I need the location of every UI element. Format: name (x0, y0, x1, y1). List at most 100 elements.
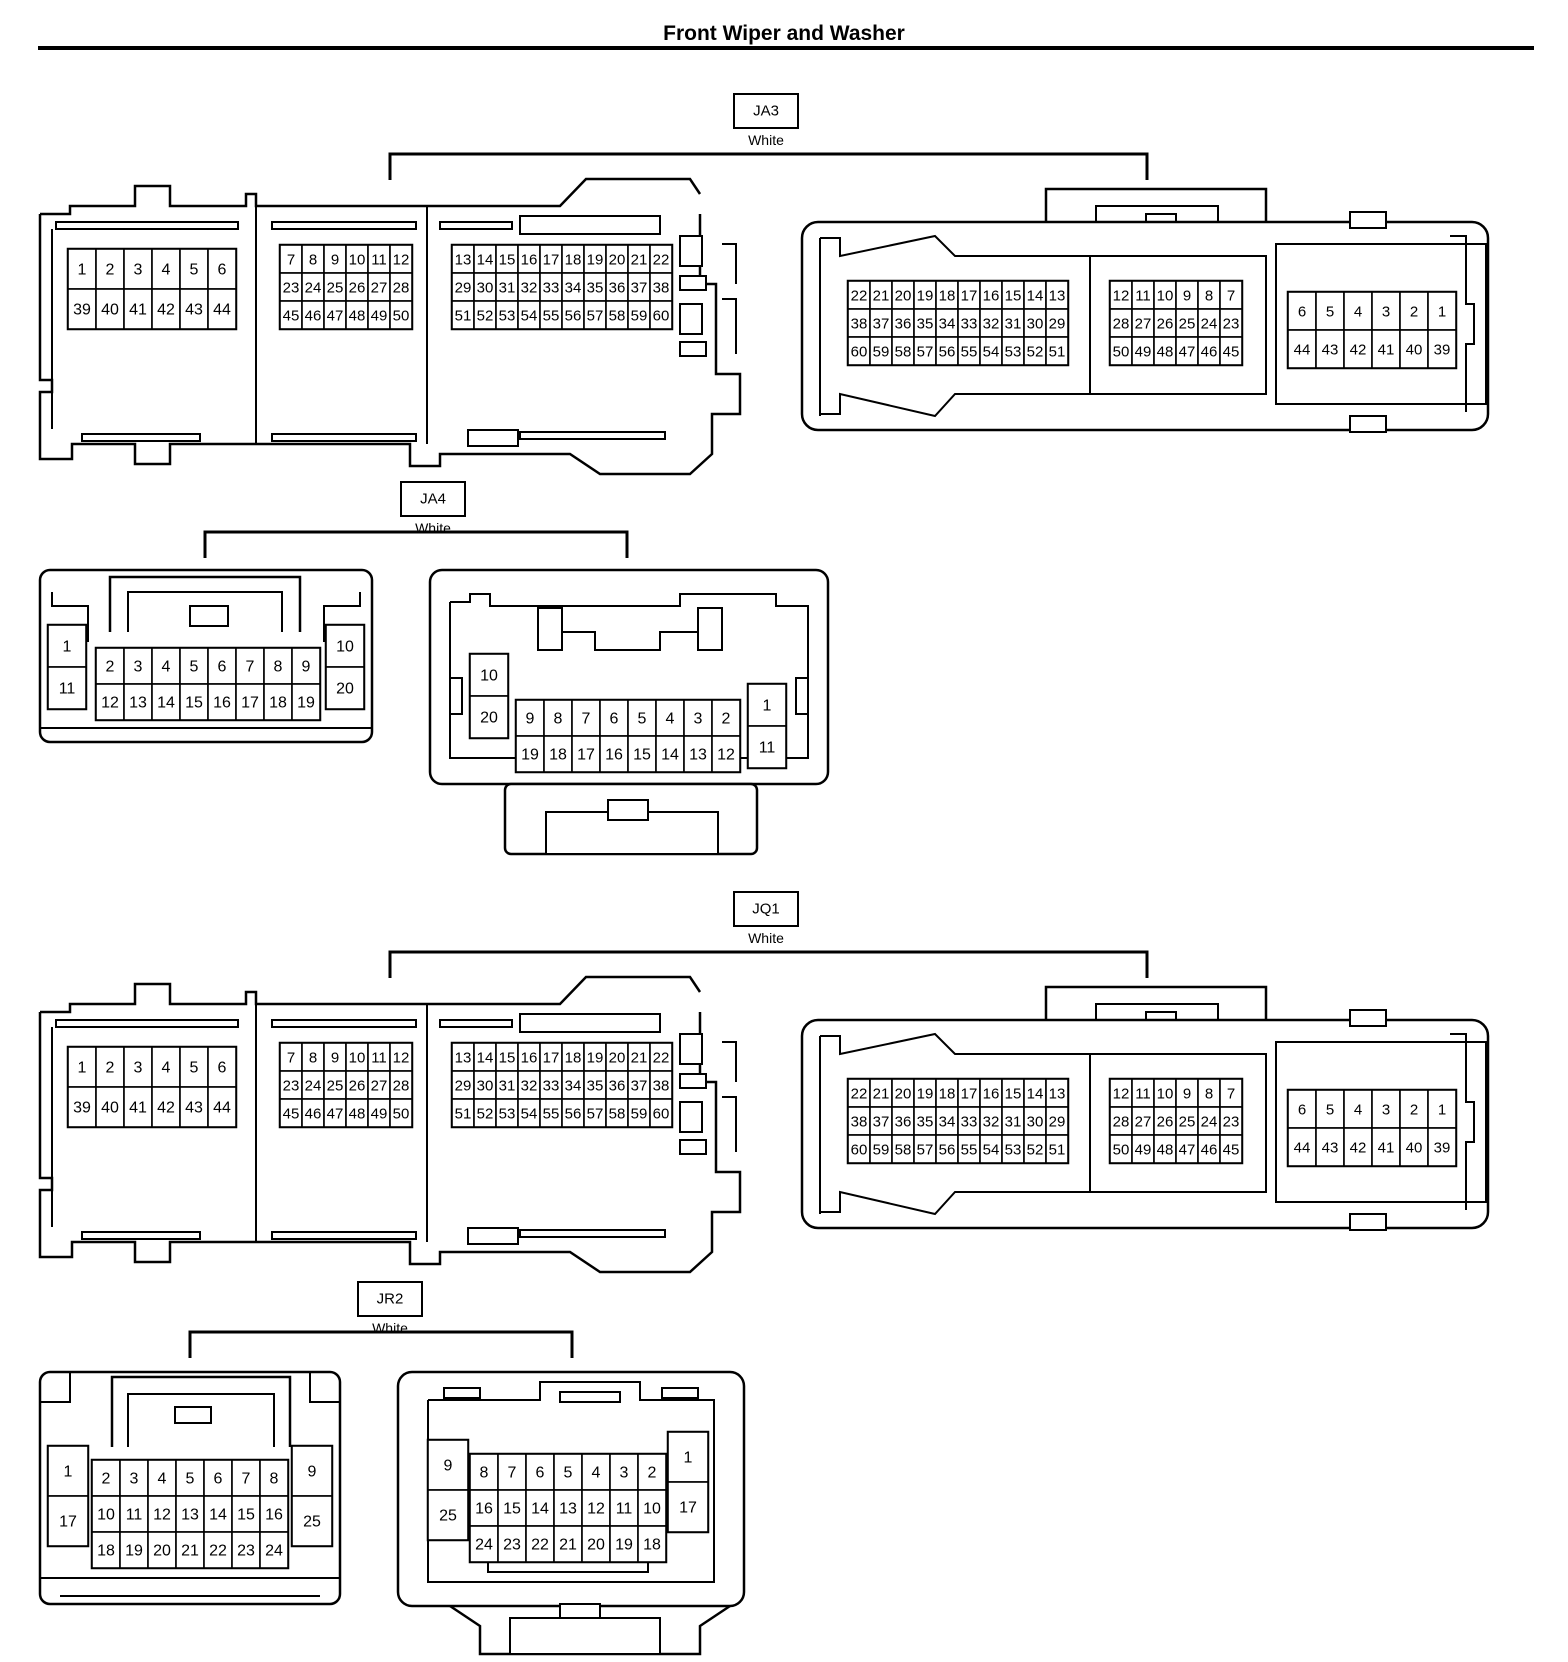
male-clip (722, 1096, 737, 1152)
male-lock (679, 1033, 703, 1065)
pin-number: 25 (439, 1508, 457, 1525)
pin-cell (325, 666, 365, 710)
pin-number: 44 (1294, 1140, 1311, 1157)
pin-number: 10 (336, 639, 354, 656)
pin-cell (123, 248, 153, 290)
male-housing-top (40, 177, 702, 216)
pin-number: 17 (577, 747, 595, 764)
pin-number: 12 (1113, 288, 1130, 305)
pin-number: 41 (1378, 342, 1395, 359)
pin-number: 54 (521, 1106, 538, 1123)
male-slot (467, 429, 519, 447)
pin-number: 49 (1135, 344, 1152, 361)
pin-number: 51 (455, 308, 472, 325)
pin-number: 12 (393, 252, 410, 269)
female-tab (1349, 415, 1387, 433)
pin-number: 14 (477, 1050, 494, 1067)
pin-cell (47, 1495, 89, 1547)
pin-number: 7 (508, 1465, 517, 1482)
pin-number: 20 (336, 681, 354, 698)
female-slot (443, 1387, 481, 1399)
male-slot (81, 1231, 201, 1240)
pin-number: 15 (1005, 288, 1022, 305)
pin-number: 33 (961, 316, 978, 333)
pin-number: 45 (1223, 344, 1240, 361)
pin-number: 6 (536, 1465, 545, 1482)
pin-number: 24 (1201, 316, 1218, 333)
pin-number: 14 (1027, 1086, 1044, 1103)
pin-number: 9 (331, 1050, 339, 1067)
pin-number: 3 (130, 1471, 139, 1488)
pin-number: 18 (549, 747, 567, 764)
pin-number: 3 (1382, 304, 1390, 321)
pin-cell (207, 1046, 237, 1088)
pin-number: 30 (477, 280, 494, 297)
pin-number: 28 (393, 280, 410, 297)
pin-number: 9 (1183, 288, 1191, 305)
pin-cell (427, 1439, 469, 1491)
male-housing (38, 1012, 742, 1274)
pin-number: 49 (371, 1106, 388, 1123)
pin-number: 58 (895, 1142, 912, 1159)
pin-cell (1315, 291, 1345, 331)
title-underline (38, 46, 1534, 50)
male-slot (271, 221, 417, 230)
pin-number: 60 (851, 1142, 868, 1159)
male-latch-top (519, 215, 661, 235)
female-slot (487, 1561, 649, 1573)
pin-cell (627, 699, 657, 737)
pin-number: 7 (1227, 288, 1235, 305)
pin-number: 8 (309, 1050, 317, 1067)
pin-number: 16 (605, 747, 623, 764)
male-slot (467, 1227, 519, 1245)
pin-number: 14 (209, 1507, 227, 1524)
pin-number: 13 (181, 1507, 199, 1524)
female-rail (1450, 235, 1475, 412)
pin-number: 29 (1049, 316, 1066, 333)
pin-cell (1343, 1089, 1373, 1129)
pin-number: 49 (371, 308, 388, 325)
pin-number: 19 (587, 1050, 604, 1067)
pin-number: 20 (587, 1537, 605, 1554)
pin-number: 31 (1005, 1114, 1022, 1131)
pin-cell (1219, 1134, 1243, 1164)
pin-number: 11 (1135, 288, 1151, 305)
female-lock-tab (607, 799, 649, 821)
pin-cell (581, 1489, 611, 1527)
pin-cell (627, 735, 657, 773)
male-lock (679, 341, 707, 357)
pin-cell (151, 683, 181, 721)
pin-number: 17 (241, 695, 259, 712)
female-inner-wall (820, 234, 1090, 258)
male-slot (81, 433, 201, 442)
male-lock (679, 275, 707, 291)
pin-number: 15 (1005, 1086, 1022, 1103)
pin-number: 34 (939, 1114, 956, 1131)
pin-number: 18 (939, 1086, 956, 1103)
pin-number: 32 (521, 280, 538, 297)
pin-number: 34 (939, 316, 956, 333)
pin-number: 35 (917, 316, 934, 333)
pin-number: 21 (181, 1543, 199, 1560)
pin-cell (259, 1459, 289, 1497)
pin-cell (637, 1489, 667, 1527)
pin-number: 46 (305, 1106, 322, 1123)
pin-cell (525, 1453, 555, 1491)
pin-number: 34 (565, 280, 582, 297)
connector-bracket (203, 530, 629, 558)
pin-cell (175, 1459, 205, 1497)
pin-number: 56 (939, 344, 956, 361)
pin-number: 45 (283, 308, 300, 325)
pin-number: 12 (393, 1050, 410, 1067)
pin-number: 12 (587, 1501, 605, 1518)
female-inner-wall (820, 392, 1090, 418)
pin-number: 4 (158, 1471, 167, 1488)
pin-cell (1399, 1089, 1429, 1129)
